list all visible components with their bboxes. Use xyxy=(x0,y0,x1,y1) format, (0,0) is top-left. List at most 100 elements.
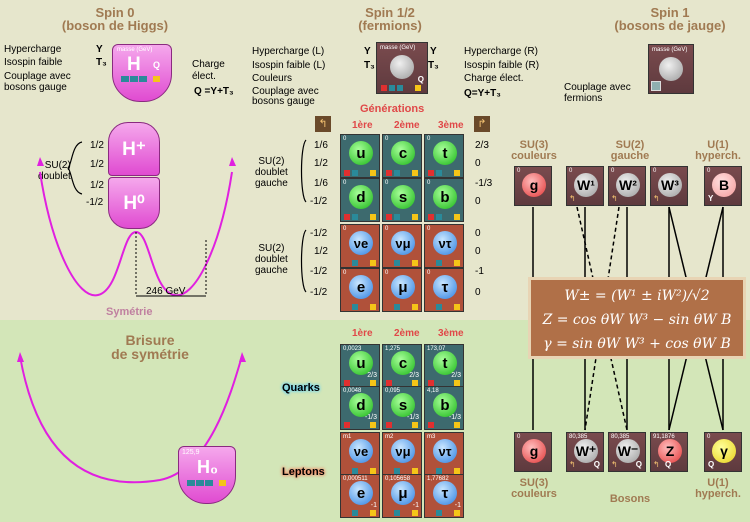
particle-ball: νμ xyxy=(391,439,415,463)
coupling-square xyxy=(412,260,418,266)
color-square xyxy=(428,380,434,386)
coupling-square xyxy=(436,468,442,474)
color-square xyxy=(428,214,434,220)
coupling-icon: ↰ xyxy=(569,460,576,469)
coupling-bar xyxy=(187,480,195,486)
legend-charge-2: élect. xyxy=(192,71,216,82)
coupling-square xyxy=(454,260,460,266)
particle-ball: c xyxy=(391,141,415,165)
particle-ball: t xyxy=(433,351,457,375)
higgs-potential-broken xyxy=(17,352,246,484)
coupling-square xyxy=(370,468,376,474)
color-square xyxy=(344,380,350,386)
coupling-square xyxy=(454,468,460,474)
legend-formula-r: Q=Y+T₃ xyxy=(464,88,501,99)
arrow-head xyxy=(229,157,236,166)
coupling-square xyxy=(397,85,403,91)
coupling-square xyxy=(412,170,418,176)
particle-ball: s xyxy=(391,185,415,209)
coupling-square xyxy=(394,510,400,516)
gen-2-broken: 2ème xyxy=(394,328,420,339)
legend-t3-r: T₃ xyxy=(428,60,439,71)
legend-charge: Charge xyxy=(192,59,225,70)
su3-header: SU(3) couleurs xyxy=(511,139,557,162)
particle-ball: W⁺ xyxy=(574,439,598,463)
particle-ball: e xyxy=(349,481,373,505)
particle-ball xyxy=(659,57,683,81)
lepton-y-left: -1/2 xyxy=(310,228,328,239)
spin12-header: Spin 1/2 (fermions) xyxy=(358,5,422,33)
quark-t3-left: 1/2 xyxy=(314,158,328,169)
coupling-square xyxy=(454,170,460,176)
particle-ball: νe xyxy=(349,231,373,255)
coupling-square xyxy=(352,304,358,310)
gen-1-broken: 1ère xyxy=(352,328,373,339)
coupling-square xyxy=(370,304,376,310)
legend-couleurs: Couleurs xyxy=(252,73,293,84)
legend-charge-r: Charge élect. xyxy=(464,73,524,84)
legend-t3: T₃ xyxy=(96,57,107,68)
coupling-square xyxy=(394,214,400,220)
coupling-bar xyxy=(121,76,129,82)
coupling-square xyxy=(454,510,460,516)
particle-ball: τ xyxy=(433,481,457,505)
quark-t3-left: -1/2 xyxy=(310,196,328,207)
legend-hypercharge: Hypercharge xyxy=(4,44,62,55)
coupling-icon: ↰ xyxy=(611,460,618,469)
color-square xyxy=(428,170,434,176)
gen-3: 3ème xyxy=(438,120,464,131)
particle-ball: g xyxy=(522,439,546,463)
coupling-square xyxy=(454,214,460,220)
h-plus-card: H⁺ xyxy=(108,122,160,176)
coupling-square xyxy=(436,510,442,516)
particle-ball: W¹ xyxy=(574,173,598,197)
gen-3-broken: 3ème xyxy=(438,328,464,339)
coupling-icon: ↰ xyxy=(611,194,618,203)
right-chirality-icon: ↱ xyxy=(474,116,490,132)
particle-ball: u xyxy=(349,351,373,375)
legend-hyper-r: Hypercharge (R) xyxy=(464,46,538,57)
particle-ball: W³ xyxy=(658,173,682,197)
coupling-icon: ↰ xyxy=(569,194,576,203)
particle-ball: g xyxy=(522,173,546,197)
particle-ball: ντ xyxy=(433,439,457,463)
particle-ball: μ xyxy=(391,275,415,299)
coupling-bar xyxy=(205,480,213,486)
leptons-label: Leptons xyxy=(282,466,325,478)
quark-t3-right: 0 xyxy=(475,196,481,207)
coupling-square xyxy=(370,422,376,428)
coupling-square xyxy=(370,170,376,176)
particle-ball: νμ xyxy=(391,231,415,255)
symetrie-label: Symétrie xyxy=(106,306,153,318)
color-square xyxy=(386,170,392,176)
coupling-square xyxy=(370,214,376,220)
quarks-label: Quarks xyxy=(282,382,320,394)
left-chirality-icon: ↰ xyxy=(315,116,331,132)
coupling-square xyxy=(412,380,418,386)
equation-z: Z = cos θW W³ − sin θW B xyxy=(542,312,732,328)
particle-ball: Z xyxy=(658,439,682,463)
particle-ball: b xyxy=(433,393,457,417)
legend-y: Y xyxy=(96,44,103,55)
particle-ball: t xyxy=(433,141,457,165)
gauge-legend-text: Couplage avec fermions xyxy=(564,82,631,104)
u1-footer: U(1) hyperch. xyxy=(695,477,741,500)
doublet-label: SU(2) doublet xyxy=(38,160,71,182)
gen-2: 2ème xyxy=(394,120,420,131)
lepton-brace-icon xyxy=(300,229,307,293)
su2-header: SU(2) gauche xyxy=(610,139,650,162)
coupling-square xyxy=(394,468,400,474)
color-square xyxy=(344,422,350,428)
